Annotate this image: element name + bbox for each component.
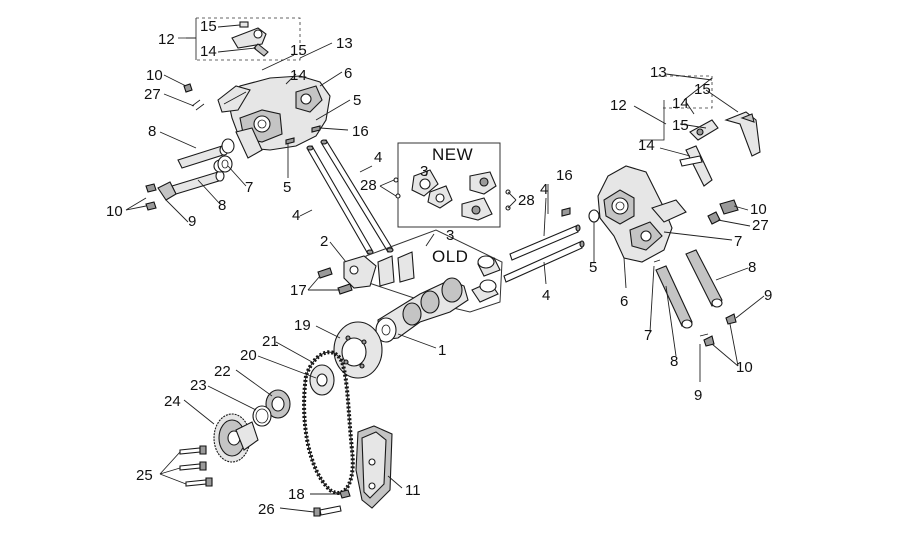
callout-22: 22: [214, 363, 231, 380]
callout-16: 16: [352, 123, 369, 140]
rocker-support-2: [317, 255, 377, 295]
callout-14: 14: [200, 43, 217, 60]
callout-25: 25: [136, 467, 153, 484]
callout-10: 10: [106, 203, 123, 220]
right-rocker-cover-assembly: [597, 75, 761, 263]
callout-7: 7: [734, 233, 742, 250]
callout-8: 8: [748, 259, 756, 276]
bearing-and-ring: [252, 389, 291, 427]
callout-labels: 15 12 14 15 13 14 6 10 27 5 16 8 4 5 7 8…: [106, 18, 772, 518]
right-rocker-shafts: [655, 249, 737, 347]
left-rocker-cover-assembly: [178, 17, 331, 159]
callout-8: 8: [218, 197, 226, 214]
leader-lines: [125, 24, 765, 513]
new-box-label: NEW: [432, 145, 473, 164]
screws-18-26: [313, 489, 351, 517]
new-lifter-box: [393, 142, 511, 228]
callout-27: 27: [752, 217, 769, 234]
callout-10: 10: [736, 359, 753, 376]
crank-sprocket-20: [309, 364, 335, 396]
callout-4: 4: [374, 149, 382, 166]
callout-12: 12: [610, 97, 627, 114]
chain-guide: [355, 425, 393, 509]
callout-15: 15: [672, 117, 689, 134]
callout-5: 5: [283, 179, 291, 196]
callout-11: 11: [405, 482, 421, 499]
callout-1: 1: [438, 342, 446, 359]
callout-7: 7: [245, 179, 253, 196]
callout-12: 12: [158, 31, 175, 48]
callout-5: 5: [589, 259, 597, 276]
callout-3: 3: [446, 227, 454, 244]
callout-19: 19: [294, 317, 311, 334]
callout-20: 20: [240, 347, 257, 364]
callout-6: 6: [620, 293, 628, 310]
callout-24: 24: [164, 393, 181, 410]
callout-4: 4: [540, 181, 548, 198]
callout-8: 8: [148, 123, 156, 140]
camshaft: [375, 277, 469, 343]
callout-2: 2: [320, 233, 328, 250]
callout-18: 18: [288, 486, 305, 503]
drive-gear: [213, 413, 259, 463]
callout-8: 8: [670, 353, 678, 370]
old-lifter-box: [365, 229, 503, 313]
cam-sprocket: [333, 321, 383, 379]
callout-15: 15: [694, 81, 711, 98]
right-pushrods: [503, 207, 600, 283]
callout-26: 26: [258, 501, 275, 518]
callout-3: 3: [420, 163, 428, 180]
left-rocker-shafts: [145, 83, 235, 211]
callout-10: 10: [146, 67, 163, 84]
callout-14: 14: [672, 95, 689, 112]
callout-23: 23: [190, 377, 207, 394]
callout-4: 4: [292, 207, 300, 224]
callout-9: 9: [188, 213, 196, 230]
callout-16: 16: [556, 167, 573, 184]
callout-28: 28: [518, 192, 535, 209]
callout-14: 14: [290, 67, 307, 84]
callout-15: 15: [200, 18, 217, 35]
callout-17: 17: [290, 282, 307, 299]
bolts-25: [179, 445, 213, 487]
callout-27: 27: [144, 86, 161, 103]
callout-28: 28: [360, 177, 377, 194]
callout-13: 13: [650, 64, 667, 81]
callout-6: 6: [344, 65, 352, 82]
callout-21: 21: [262, 333, 279, 350]
callout-4: 4: [542, 287, 550, 304]
old-box-label: OLD: [432, 247, 468, 266]
left-pushrods: [285, 125, 394, 255]
callout-7: 7: [644, 327, 652, 344]
callout-5: 5: [353, 92, 361, 109]
callout-9: 9: [764, 287, 772, 304]
callout-13: 13: [336, 35, 353, 52]
callout-9: 9: [694, 387, 702, 404]
callout-10: 10: [750, 201, 767, 218]
timing-chain: [302, 350, 355, 495]
callout-15: 15: [290, 42, 307, 59]
callout-14: 14: [638, 137, 655, 154]
